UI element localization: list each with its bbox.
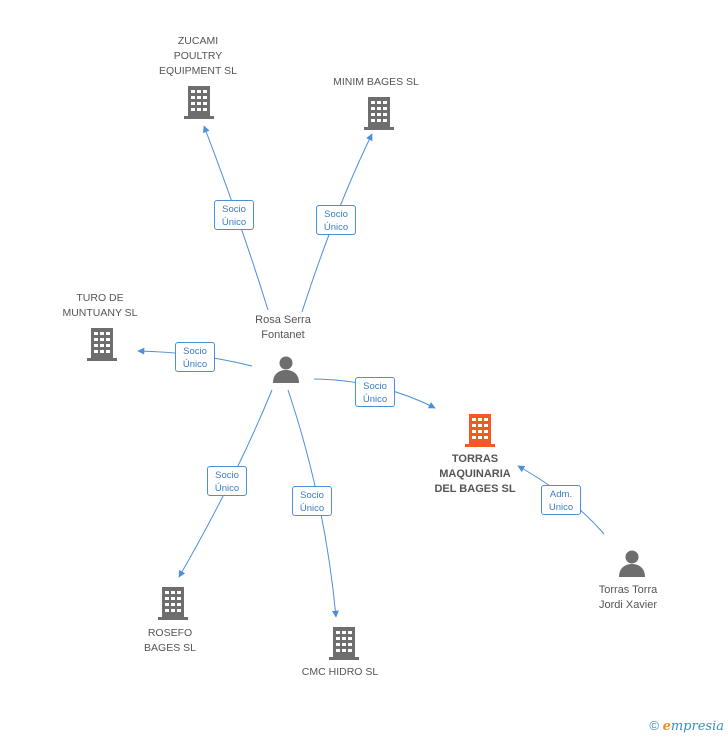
- footer-brand: © empresia: [649, 718, 724, 734]
- relation-badge[interactable]: Socio Único: [207, 466, 247, 496]
- person-label-jordi: Torras Torra Jordi Xavier: [598, 584, 658, 611]
- relation-badge[interactable]: Socio Único: [175, 342, 215, 372]
- building-icon[interactable]: [362, 95, 396, 131]
- copyright-icon: ©: [649, 718, 659, 733]
- company-label-rosefo: ROSEFO BAGES SL: [144, 627, 196, 654]
- building-icon-highlighted[interactable]: [463, 412, 497, 448]
- person-label-rosa: Rosa Serra Fontanet: [255, 314, 311, 341]
- person-icon[interactable]: [271, 354, 301, 384]
- person-icon[interactable]: [617, 548, 647, 578]
- relation-badge[interactable]: Adm. Unico: [541, 485, 581, 515]
- brand-logo[interactable]: empresia: [662, 719, 724, 734]
- building-icon[interactable]: [327, 625, 361, 661]
- company-label-turo: TURO DE MUNTUANY SL: [62, 292, 138, 319]
- building-icon[interactable]: [156, 585, 190, 621]
- relation-badge[interactable]: Socio Único: [316, 205, 356, 235]
- company-label-cmc: CMC HIDRO SL: [301, 666, 379, 678]
- company-label-minim: MINIM BAGES SL: [333, 76, 419, 88]
- building-icon[interactable]: [182, 84, 216, 120]
- company-label-torras: TORRAS MAQUINARIA DEL BAGES SL: [434, 453, 516, 495]
- relation-badge[interactable]: Socio Único: [292, 486, 332, 516]
- building-icon[interactable]: [85, 326, 119, 362]
- company-label-zucami: ZUCAMI POULTRY EQUIPMENT SL: [159, 35, 237, 77]
- relation-badge[interactable]: Socio Único: [355, 377, 395, 407]
- relation-badge[interactable]: Socio Único: [214, 200, 254, 230]
